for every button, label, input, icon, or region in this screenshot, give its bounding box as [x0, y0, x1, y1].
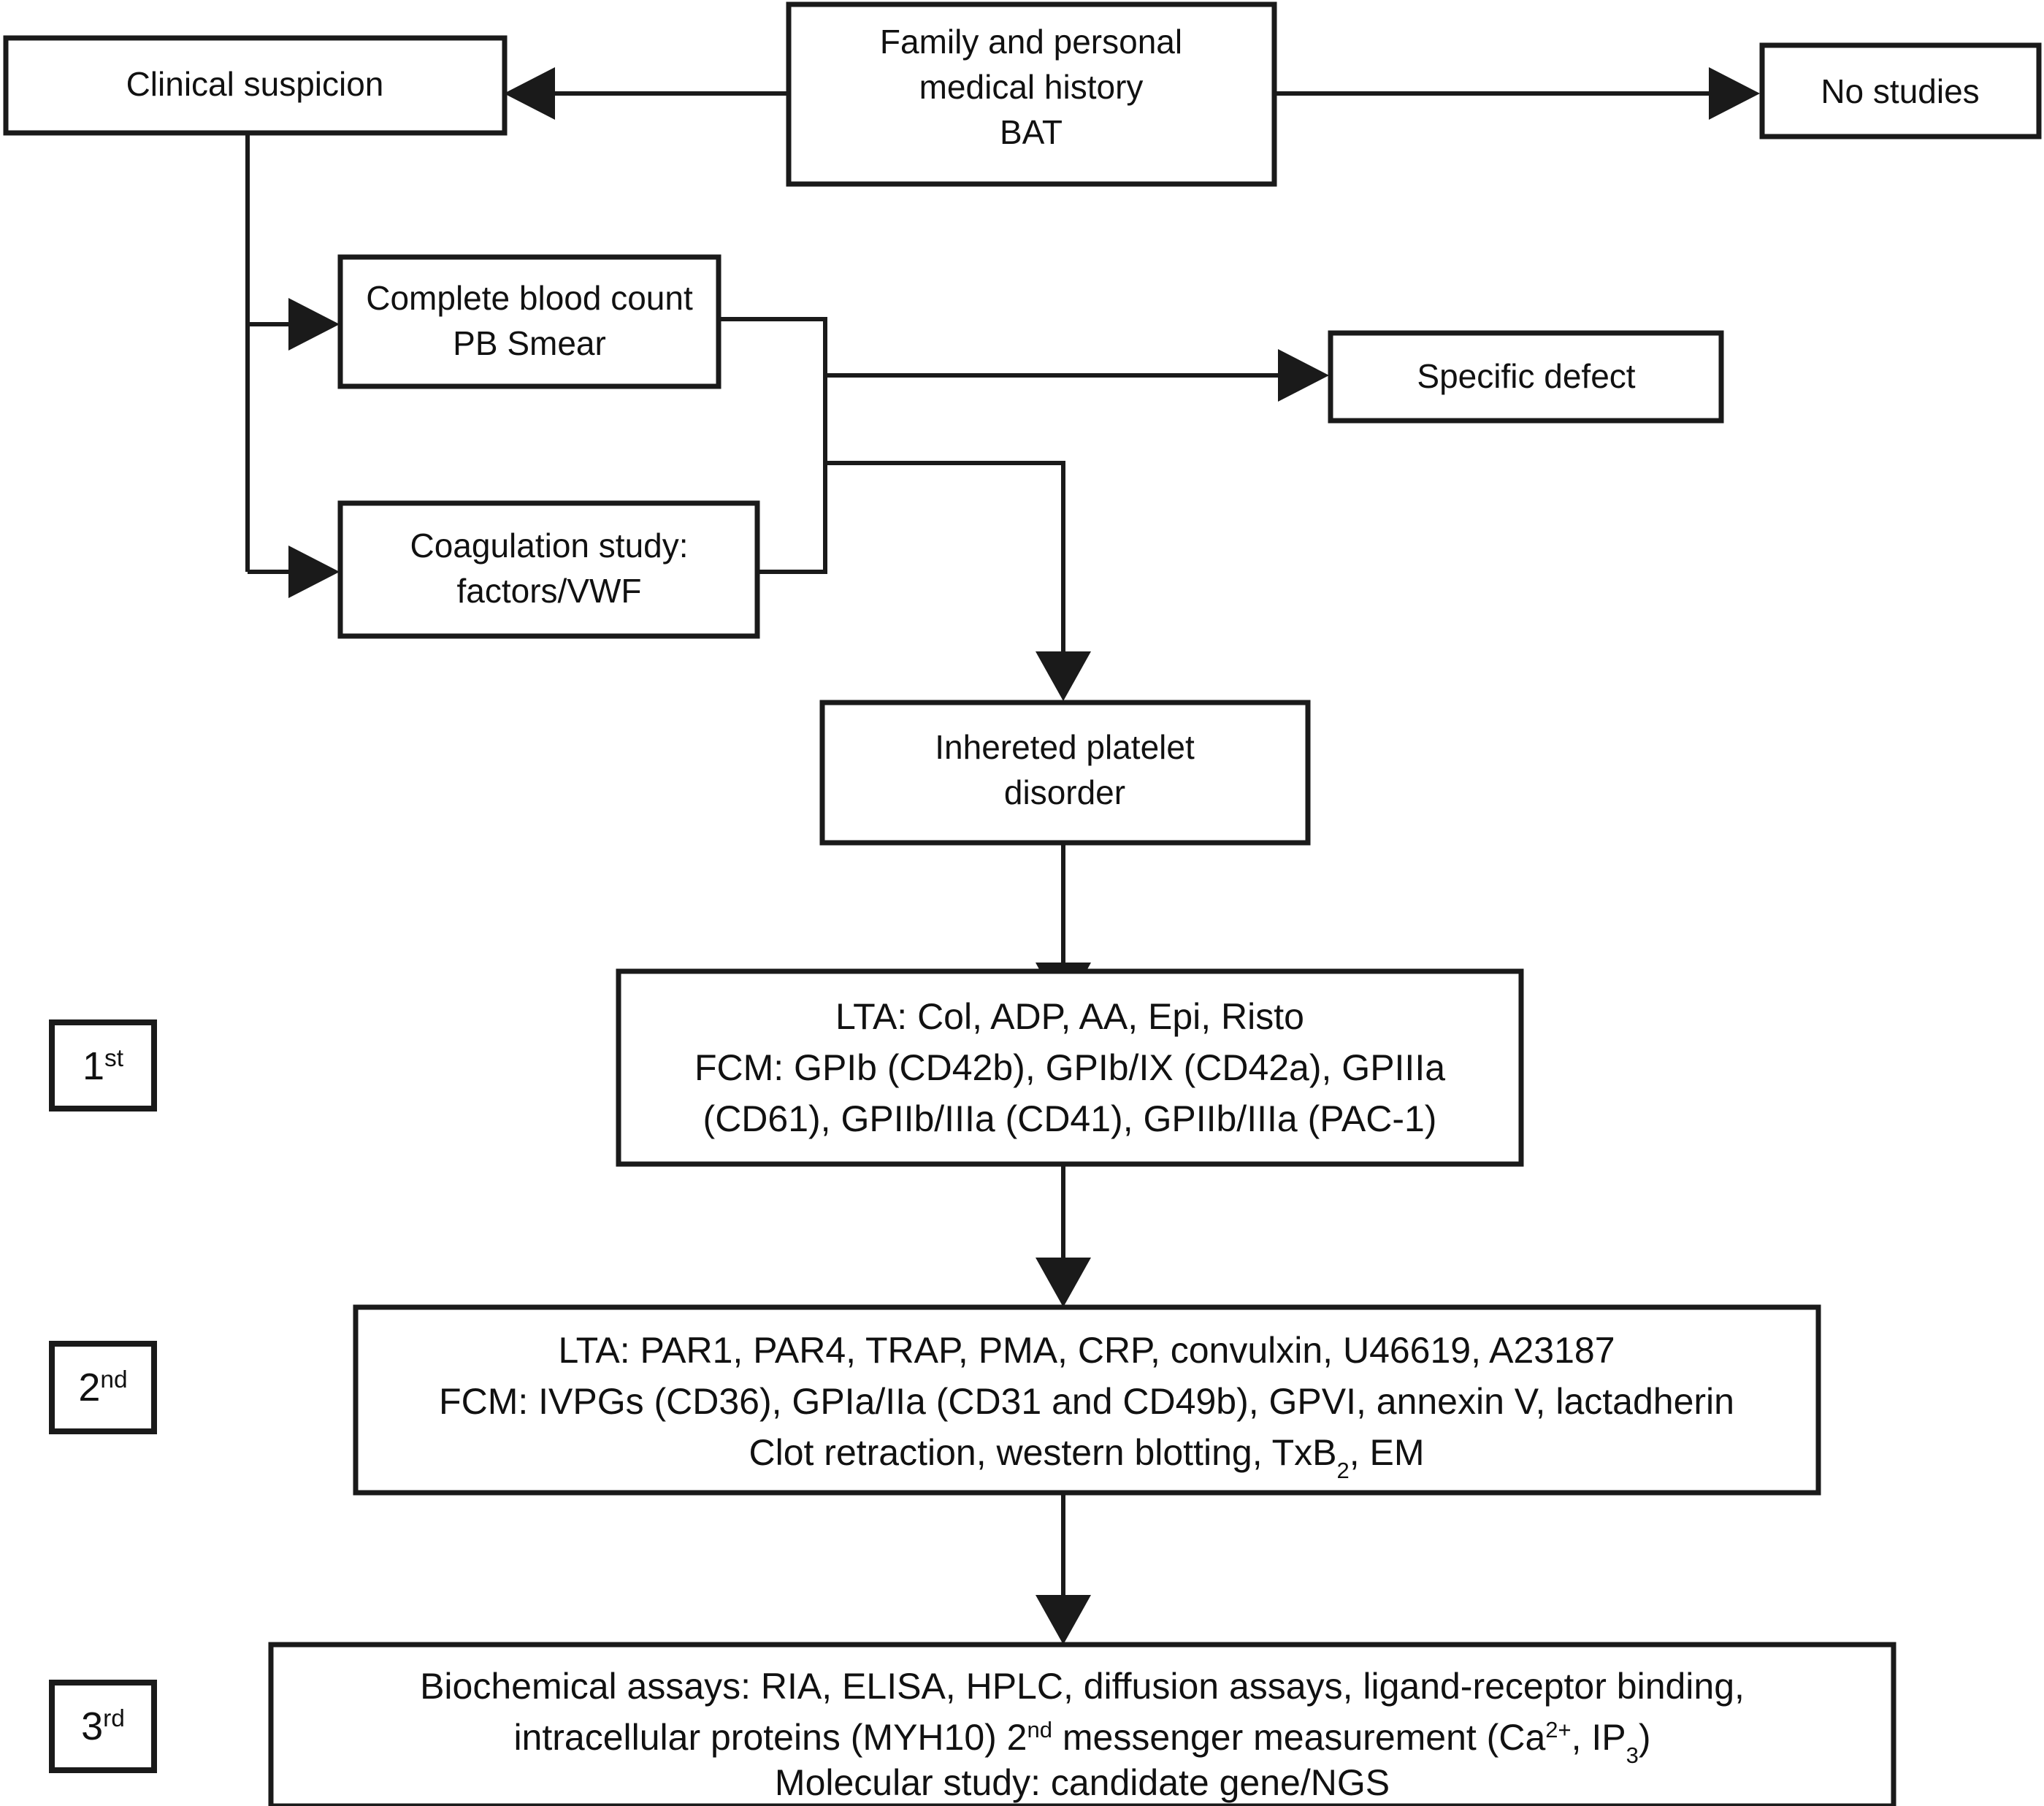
complete-blood-count-box[interactable]: [337, 254, 721, 389]
tier-3-badge-box[interactable]: [49, 1680, 157, 1773]
tier-2-panel-line-2: FCM: IVPGs (CD36), GPIa/IIa (CD31 and CD…: [439, 1381, 1734, 1422]
inherited-platelet-disorder-line-1: Inhereted platelet: [935, 728, 1195, 766]
family-history-line-3: BAT: [1000, 113, 1063, 151]
coagulation-study-line-2: factors/VWF: [456, 572, 641, 610]
tier-2-line3-part-0: Clot retraction, western blotting, TxB: [749, 1432, 1336, 1473]
tier-2-panel-box[interactable]: [353, 1304, 1821, 1496]
tier-3-panel-line-1: Biochemical assays: RIA, ELISA, HPLC, di…: [420, 1666, 1745, 1707]
tier-1-panel-line-2: FCM: GPIb (CD42b), GPIb/IX (CD42a), GPII…: [694, 1047, 1445, 1088]
inherited-platelet-disorder-box[interactable]: [819, 700, 1311, 846]
tier-1-number: 1: [83, 1044, 104, 1088]
tier-1-panel-line-1: LTA: Col, ADP, AA, Epi, Risto: [835, 996, 1304, 1037]
family-history-line-1: Family and personal: [880, 23, 1182, 61]
tier-2-number: 2: [78, 1366, 100, 1409]
tier-3-panel-line-2: intracellular proteins (MYH10) 2nd messe…: [513, 1717, 1650, 1768]
specific-defect-box[interactable]: [1328, 330, 1724, 424]
edge-junction-to-inherited: [825, 461, 1091, 701]
tier-1-panel-box[interactable]: [616, 968, 1524, 1167]
no-studies-label: No studies: [1821, 72, 1979, 110]
edge-family-to-no-studies: [1274, 67, 1760, 120]
tier-1-panel-line-3: (CD61), GPIIb/IIIa (CD41), GPIIb/IIIa (P…: [703, 1098, 1437, 1139]
tier-3-line2-part-6: ): [1639, 1717, 1651, 1758]
tier-2-badge-box[interactable]: [49, 1341, 157, 1434]
node-complete-blood-count[interactable]: Complete blood count PB Smear: [337, 254, 721, 389]
tier-2-line3-part-2: , EM: [1350, 1432, 1425, 1473]
inherited-platelet-disorder-line-2: disorder: [1004, 773, 1125, 811]
tier-1-suffix: st: [104, 1045, 124, 1072]
edge-coagulation-right-stem: [756, 463, 827, 574]
family-history-box[interactable]: [786, 1, 1277, 187]
family-history-line-2: medical history: [919, 68, 1144, 106]
tier-3-line2-part-0: intracellular proteins (MYH10) 2: [513, 1717, 1027, 1758]
tier-2-line3-part-1: 2: [1336, 1458, 1349, 1483]
edge-tier1-to-tier2: [1036, 1163, 1091, 1307]
complete-blood-count-line-1: Complete blood count: [366, 279, 693, 317]
coagulation-study-box[interactable]: [337, 500, 760, 639]
node-specific-defect[interactable]: Specific defect: [1328, 330, 1724, 424]
complete-blood-count-line-2: PB Smear: [453, 324, 606, 362]
tier-3-badge-label: 3rd: [81, 1704, 125, 1748]
tier-3-number: 3: [81, 1704, 103, 1748]
edge-junction-to-specific-defect: [825, 349, 1329, 402]
no-studies-box[interactable]: [1759, 42, 2042, 139]
node-clinical-suspicion[interactable]: Clinical suspicion: [3, 35, 508, 136]
node-inherited-platelet-disorder[interactable]: Inhereted platelet disorder: [819, 700, 1311, 846]
node-no-studies[interactable]: No studies: [1759, 42, 2042, 139]
tier-3-panel-line-3: Molecular study: candidate gene/NGS: [775, 1762, 1390, 1803]
tier-3-line2-part-5: 3: [1626, 1742, 1639, 1768]
tier-3-group[interactable]: 3rd Biochemical assays: RIA, ELISA, HPLC…: [49, 1642, 1896, 1806]
tier-3-line2-part-3: 2+: [1545, 1717, 1571, 1742]
tier-3-panel-box[interactable]: [268, 1642, 1896, 1806]
clinical-suspicion-box[interactable]: [3, 35, 508, 136]
edge-family-to-clinical: [504, 67, 787, 120]
tier-2-badge-label: 2nd: [78, 1366, 127, 1409]
edge-clinical-to-coagulation: [248, 546, 340, 598]
edge-cbc-right-stem: [718, 317, 827, 463]
node-family-history[interactable]: Family and personal medical history BAT: [786, 1, 1277, 187]
specific-defect-label: Specific defect: [1417, 357, 1635, 395]
tier-2-group[interactable]: 2nd LTA: PAR1, PAR4, TRAP, PMA, CRP, con…: [49, 1304, 1821, 1496]
tier-2-panel-line-3: Clot retraction, western blotting, TxB2,…: [749, 1432, 1424, 1483]
tier-1-badge-box[interactable]: [49, 1019, 157, 1111]
tier-3-line2-part-2: messenger measurement (Ca: [1052, 1717, 1545, 1758]
tier-1-badge-label: 1st: [83, 1044, 124, 1088]
tier-3-suffix: rd: [103, 1705, 125, 1732]
tier-2-panel-line-1: LTA: PAR1, PAR4, TRAP, PMA, CRP, convulx…: [558, 1330, 1615, 1371]
coagulation-study-line-1: Coagulation study:: [410, 527, 688, 565]
tier-3-line2-part-1: nd: [1027, 1717, 1052, 1742]
edge-clinical-to-cbc: [248, 298, 340, 351]
edge-tier2-to-tier3: [1036, 1492, 1091, 1645]
node-coagulation-study[interactable]: Coagulation study: factors/VWF: [337, 500, 760, 639]
tier-2-suffix: nd: [100, 1366, 127, 1393]
clinical-suspicion-label: Clinical suspicion: [126, 65, 384, 103]
tier-1-group[interactable]: 1st LTA: Col, ADP, AA, Epi, Risto FCM: G…: [49, 968, 1524, 1167]
tier-3-line2-part-4: , IP: [1572, 1717, 1626, 1758]
